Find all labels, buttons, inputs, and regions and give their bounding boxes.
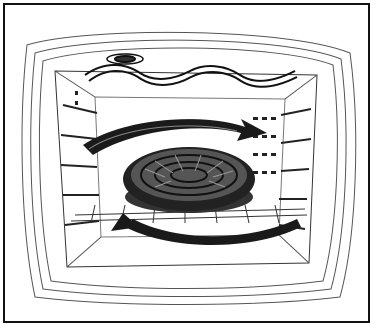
- top-heating-element: [85, 54, 297, 87]
- image-frame: [3, 3, 370, 323]
- oven-illustration: [5, 5, 368, 321]
- pie-dish: [123, 147, 255, 213]
